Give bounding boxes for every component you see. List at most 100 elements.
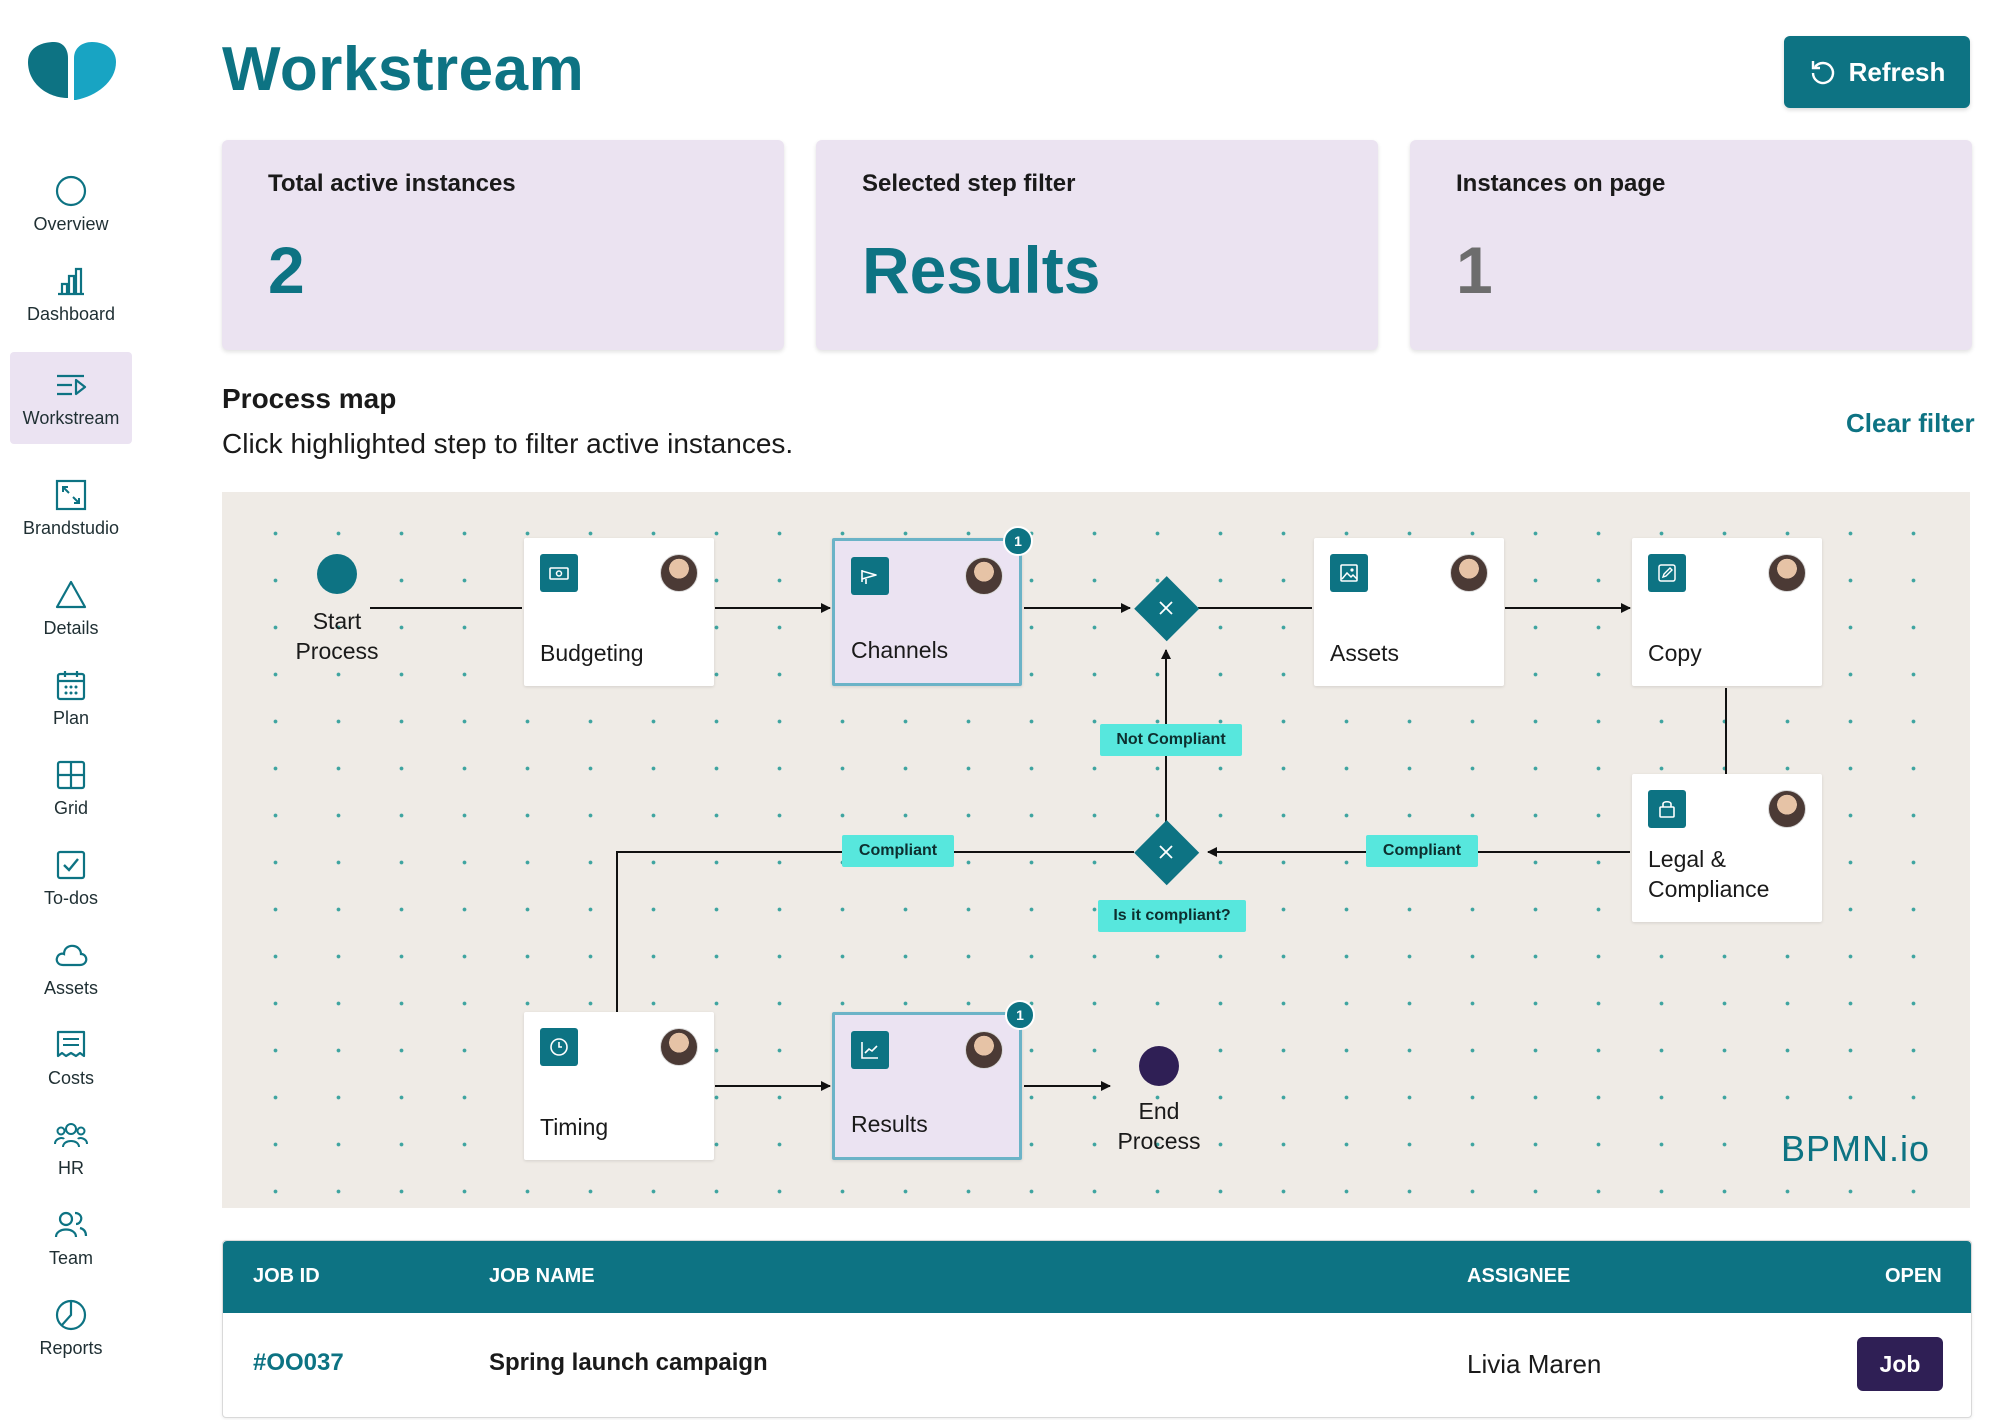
clear-filter-link[interactable]: Clear filter	[1846, 408, 1975, 438]
instance-count-badge: 1	[1005, 1000, 1035, 1030]
instance-count-badge: 1	[1003, 526, 1033, 556]
task-label: Timing	[540, 1114, 609, 1140]
sidebar-item-label: Dashboard	[26, 304, 116, 324]
stat-label: Selected step filter	[862, 170, 1076, 197]
sidebar-item-label: Costs	[47, 1068, 94, 1088]
flow-compliant-timing	[616, 851, 1134, 1014]
assignee-avatar	[660, 1028, 698, 1066]
end-event[interactable]	[1139, 1046, 1179, 1086]
image-icon	[1330, 554, 1368, 592]
clock-icon	[540, 1028, 578, 1066]
start-event[interactable]	[317, 554, 357, 594]
task-channels[interactable]: Channels	[832, 538, 1022, 686]
sidebar-item-label: HR	[58, 1158, 84, 1178]
receipt-icon	[56, 1030, 86, 1058]
sidebar-item-label: To-dos	[43, 888, 99, 908]
task-label: Legal & Compliance	[1648, 844, 1769, 904]
sidebar-item-reports[interactable]: Reports	[10, 1298, 132, 1359]
sidebar-item-details[interactable]: Details	[10, 578, 132, 639]
sidebar-item-label: Plan	[52, 708, 90, 728]
sidebar-item-assets[interactable]: Assets	[10, 938, 132, 999]
bar-chart-icon	[58, 267, 84, 296]
task-label-line-2: Compliance	[1648, 876, 1770, 902]
end-label-line-2: Process	[1117, 1128, 1201, 1154]
process-map-title: Process map	[222, 383, 397, 414]
sidebar-item-label: Grid	[53, 798, 88, 818]
sidebar-item-costs[interactable]: Costs	[10, 1028, 132, 1089]
sidebar-item-grid[interactable]: Grid	[10, 758, 132, 819]
sidebar-item-label: Overview	[33, 214, 109, 234]
process-map-subtitle: Click highlighted step to filter active …	[222, 428, 794, 459]
job-name: Spring launch campaign	[489, 1349, 768, 1376]
sidebar-item-label: Reports	[39, 1338, 103, 1358]
table-row[interactable]: #OO037 Spring launch campaign Livia Mare…	[223, 1313, 1971, 1417]
sidebar-item-label: Brandstudio	[22, 518, 120, 538]
end-event-label: End Process	[1112, 1096, 1206, 1156]
workstream-icon	[57, 374, 87, 395]
stat-card-instances-on-page: Instances on page 1	[1410, 140, 1972, 350]
assignee-avatar	[1768, 790, 1806, 828]
column-header-assignee[interactable]: ASSIGNEE	[1467, 1265, 1571, 1287]
pie-chart-icon	[55, 1299, 87, 1331]
sidebar-item-dashboard[interactable]: Dashboard	[10, 264, 132, 325]
refresh-button[interactable]: Refresh	[1784, 36, 1970, 108]
app-logo[interactable]	[24, 40, 120, 100]
flow-label-compliant: Compliant	[842, 835, 954, 867]
task-budgeting[interactable]: Budgeting	[524, 538, 714, 686]
sidebar-item-overview[interactable]: Overview	[10, 174, 132, 235]
stat-value: 1	[1456, 233, 1493, 307]
assignee-avatar	[1450, 554, 1488, 592]
task-results[interactable]: Results	[832, 1012, 1022, 1160]
grid-icon	[56, 760, 86, 790]
assignee-avatar	[660, 554, 698, 592]
sidebar-item-label: Workstream	[22, 407, 120, 428]
task-label: Copy	[1648, 640, 1702, 666]
money-icon	[540, 554, 578, 592]
flow-label-compliant: Compliant	[1366, 835, 1478, 867]
sidebar-item-team[interactable]: Team	[10, 1208, 132, 1269]
bpmn-io-watermark[interactable]: BPMN.io	[1780, 1128, 1930, 1169]
stat-label: Total active instances	[268, 170, 516, 197]
gateway-top[interactable]	[1134, 576, 1200, 642]
team-icon	[54, 1211, 88, 1238]
process-map-canvas[interactable]: Start Process End Process Budgeting Chan…	[222, 492, 1970, 1208]
stat-value: Results	[862, 233, 1101, 307]
sequence-flows	[317, 554, 1727, 1091]
refresh-icon	[1811, 61, 1834, 85]
task-copy[interactable]: Copy	[1632, 538, 1822, 686]
assignee-avatar	[965, 1031, 1003, 1069]
sidebar: Overview Dashboard Workstream Brandstudi…	[0, 0, 140, 1420]
task-label: Assets	[1330, 640, 1400, 666]
sidebar-item-brandstudio[interactable]: Brandstudio	[10, 478, 132, 539]
column-header-job-name[interactable]: JOB NAME	[489, 1265, 595, 1287]
column-header-job-id[interactable]: JOB ID	[253, 1265, 320, 1287]
megaphone-icon	[851, 557, 889, 595]
sidebar-item-hr[interactable]: HR	[10, 1118, 132, 1179]
refresh-button-label: Refresh	[1848, 56, 1946, 87]
calendar-icon	[56, 671, 86, 701]
task-label: Results	[851, 1111, 928, 1137]
line-chart-icon	[851, 1031, 889, 1069]
open-job-button[interactable]: Job	[1857, 1337, 1943, 1391]
gateway-compliance[interactable]	[1134, 820, 1200, 886]
sidebar-item-plan[interactable]: Plan	[10, 668, 132, 729]
end-label-line-1: End	[1138, 1098, 1180, 1124]
expand-icon	[55, 479, 87, 511]
task-assets[interactable]: Assets	[1314, 538, 1504, 686]
start-label-line-1: Start	[312, 608, 362, 634]
gateway-label-is-compliant: Is it compliant?	[1098, 900, 1246, 932]
start-event-label: Start Process	[290, 606, 384, 666]
task-legal-compliance[interactable]: Legal & Compliance	[1632, 774, 1822, 922]
sidebar-item-workstream[interactable]: Workstream	[10, 352, 132, 444]
assignee-avatar	[1768, 554, 1806, 592]
task-label: Channels	[851, 637, 949, 663]
job-id-link[interactable]: #OO037	[253, 1349, 344, 1376]
sidebar-item-todos[interactable]: To-dos	[10, 848, 132, 909]
sidebar-item-label: Details	[43, 618, 99, 638]
start-label-line-2: Process	[295, 638, 379, 664]
checkbox-icon	[56, 850, 86, 880]
task-label: Budgeting	[540, 640, 644, 666]
lock-icon	[1648, 790, 1686, 828]
task-timing[interactable]: Timing	[524, 1012, 714, 1160]
circle-icon	[55, 175, 87, 207]
